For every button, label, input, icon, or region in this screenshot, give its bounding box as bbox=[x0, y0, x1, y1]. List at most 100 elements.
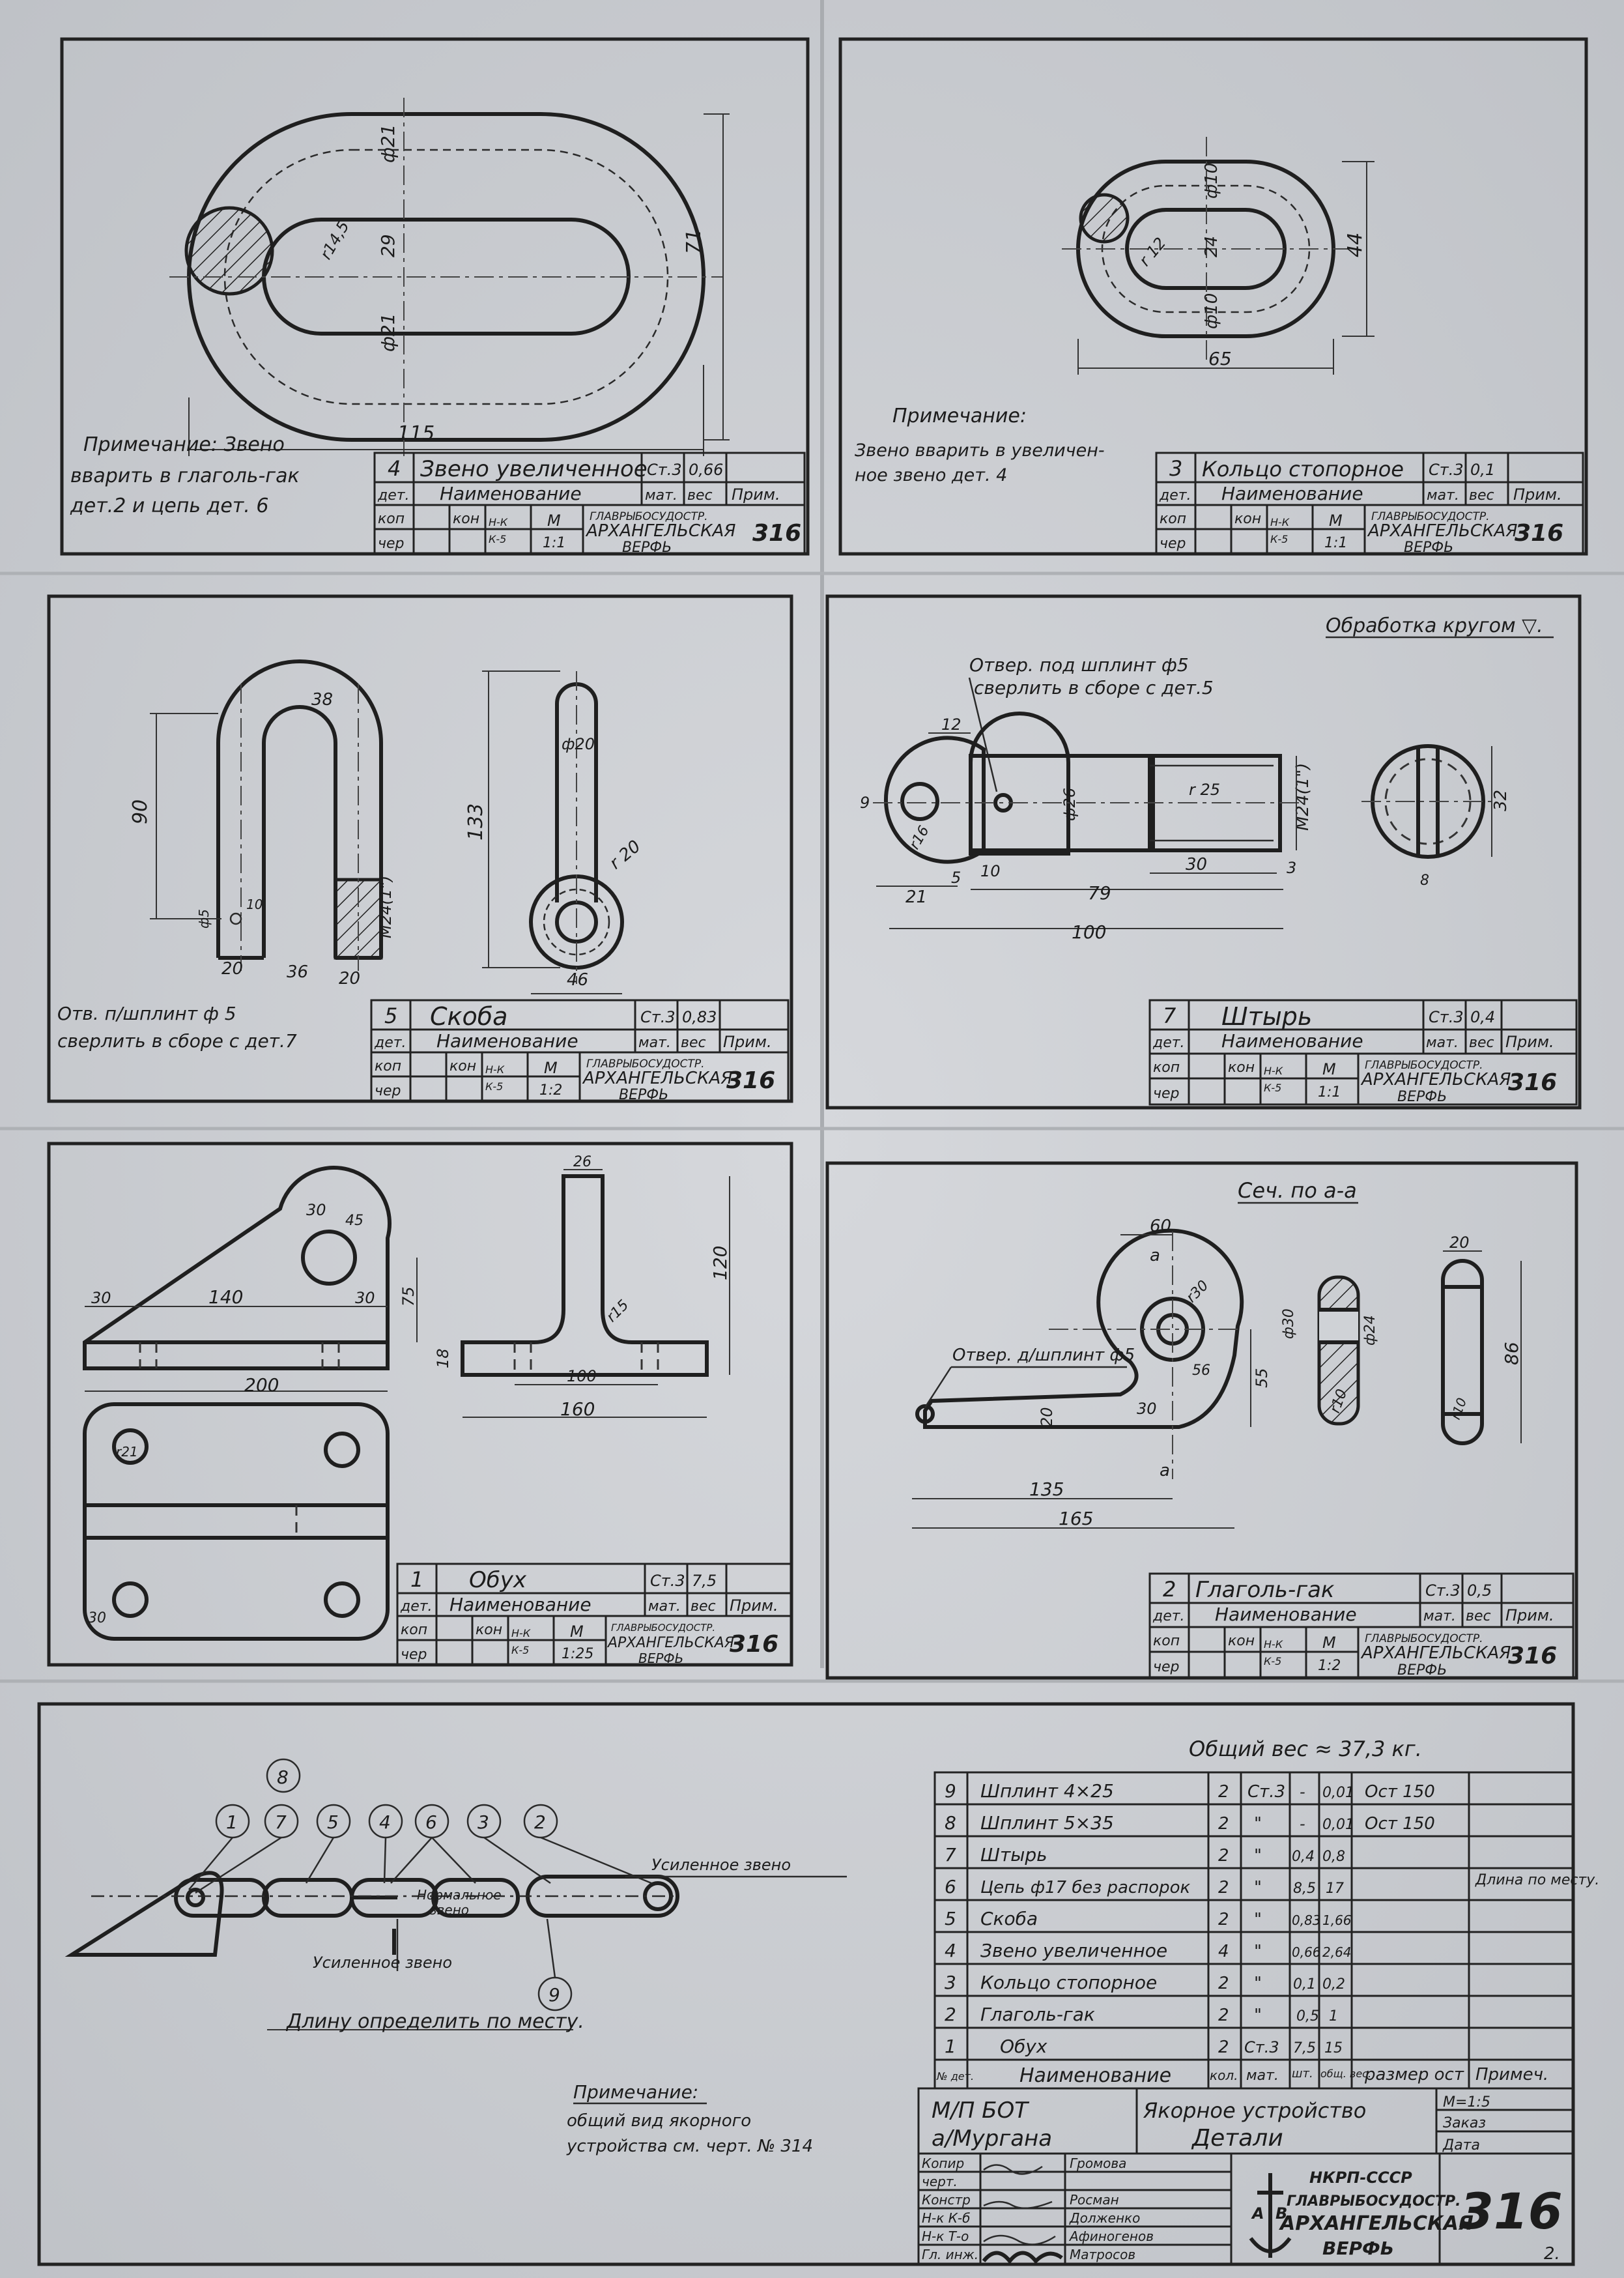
svg-text:Шплинт 5×35: Шплинт 5×35 bbox=[980, 1812, 1114, 1834]
svg-text:кон: кон bbox=[1228, 1633, 1255, 1649]
svg-text:79: 79 bbox=[1088, 882, 1111, 904]
svg-text:10: 10 bbox=[246, 897, 263, 912]
works-name: АРХАНГЕЛЬСКАЯ bbox=[585, 521, 735, 541]
svg-text:2: 2 bbox=[1218, 1846, 1229, 1866]
svg-text:мат.: мат. bbox=[1426, 1035, 1459, 1051]
svg-text:0,4: 0,4 bbox=[1470, 1008, 1495, 1026]
svg-text:1:1: 1:1 bbox=[1318, 1084, 1341, 1101]
svg-text:8: 8 bbox=[1420, 872, 1429, 889]
svg-text:7,5: 7,5 bbox=[692, 1572, 717, 1590]
svg-text:7: 7 bbox=[945, 1844, 956, 1866]
bottom-sheet: 8 1 7 5 4 6 3 2 9 bbox=[37, 1702, 1599, 2266]
drawing-number: 316 bbox=[752, 520, 801, 547]
eyeplate-plan-view bbox=[83, 1402, 390, 1641]
svg-text:Констр: Констр bbox=[922, 2192, 971, 2208]
svg-text:АРХАНГЕЛЬСКАЯ: АРХАНГЕЛЬСКАЯ bbox=[582, 1069, 732, 1088]
svg-text:1: 1 bbox=[1329, 2008, 1338, 2025]
svg-text:0,83: 0,83 bbox=[682, 1008, 717, 1026]
svg-text:5: 5 bbox=[951, 869, 961, 887]
svg-text:86: 86 bbox=[1501, 1342, 1522, 1365]
detail-number: 5 bbox=[384, 1003, 397, 1028]
svg-text:К-5: К-5 bbox=[1264, 1655, 1281, 1667]
svg-text:Примечание:: Примечание: bbox=[573, 2081, 698, 2103]
title-block: 1 Обух Ст.3 7,5 дет. Наименование мат. в… bbox=[396, 1563, 793, 1666]
svg-text:Н-К: Н-К bbox=[1270, 516, 1290, 528]
svg-text:0,66: 0,66 bbox=[1292, 1944, 1321, 1960]
svg-text:Копир: Копир bbox=[922, 2155, 964, 2171]
assembly-eyeplate bbox=[64, 1871, 224, 1957]
link-section-hatch bbox=[184, 206, 274, 296]
svg-text:Длина по месту.: Длина по месту. bbox=[1475, 1872, 1599, 1888]
assembly-shackle bbox=[174, 1878, 269, 1918]
svg-text:Ост 150: Ост 150 bbox=[1365, 1814, 1435, 1834]
svg-text:Отвер. под шплинт ф5: Отвер. под шплинт ф5 bbox=[969, 654, 1189, 676]
section-label: Сеч. по а-а bbox=[1238, 1178, 1357, 1203]
svg-text:-: - bbox=[1300, 1815, 1305, 1833]
svg-text:ВЕРФЬ: ВЕРФЬ bbox=[622, 540, 672, 556]
detail-number: 7 bbox=[1163, 1003, 1176, 1028]
svg-text:Прим.: Прим. bbox=[1505, 1033, 1554, 1051]
svg-text:r21: r21 bbox=[116, 1444, 138, 1460]
svg-text:АРХАНГЕЛЬСКАЯ: АРХАНГЕЛЬСКАЯ bbox=[1360, 1070, 1511, 1089]
svg-text:M24(1"): M24(1") bbox=[377, 876, 395, 938]
bom-row: 2 Глаголь-гак 2 " 0,5 1 bbox=[945, 2004, 1338, 2025]
svg-text:размер ост: размер ост bbox=[1364, 2065, 1464, 2084]
svg-text:кон: кон bbox=[449, 1058, 476, 1074]
detail-weight: 0,66 bbox=[689, 461, 723, 479]
svg-text:Н-к К-б: Н-к К-б bbox=[922, 2210, 970, 2226]
eyeplate-hole bbox=[301, 1230, 357, 1286]
svg-text:дет.: дет. bbox=[400, 1598, 433, 1615]
eyeplate-front-view bbox=[461, 1174, 709, 1377]
svg-text:АРХАНГЕЛЬСКАЯ: АРХАНГЕЛЬСКАЯ bbox=[1367, 521, 1517, 541]
svg-text:звено: звено bbox=[430, 1902, 469, 1918]
drawing-number: 316 bbox=[1515, 520, 1563, 547]
dim-29: 29 bbox=[377, 234, 399, 257]
svg-text:15: 15 bbox=[1324, 2040, 1343, 2056]
svg-text:черт.: черт. bbox=[922, 2174, 958, 2189]
bom-row: 4 Звено увеличенное 4 " 0,66 2,64 bbox=[945, 1940, 1352, 1961]
svg-text:Усиленное звено: Усиленное звено bbox=[313, 1954, 452, 1972]
svg-text:дет.: дет. bbox=[377, 487, 410, 504]
svg-text:вес: вес bbox=[1469, 1035, 1494, 1051]
svg-text:0,8: 0,8 bbox=[1322, 1849, 1345, 1865]
drawing-number: 316 bbox=[1508, 1069, 1557, 1096]
panel-1-link: ф21 29 ф21 r14,5 115 71 Примечание: Звен… bbox=[60, 37, 810, 556]
svg-text:кон: кон bbox=[453, 511, 479, 527]
svg-text:ф10: ф10 bbox=[1202, 163, 1221, 199]
svg-text:": " bbox=[1254, 2006, 1262, 2025]
svg-text:0,5: 0,5 bbox=[1467, 1581, 1492, 1600]
main-scale: М=1:5 bbox=[1443, 2094, 1490, 2111]
svg-text:Примеч.: Примеч. bbox=[1475, 2065, 1548, 2084]
svg-text:2: 2 bbox=[1218, 1974, 1229, 1993]
svg-text:Нормальное: Нормальное bbox=[417, 1887, 502, 1903]
svg-text:коп: коп bbox=[378, 511, 405, 527]
svg-text:133: 133 bbox=[464, 803, 487, 841]
svg-text:1:1: 1:1 bbox=[1324, 535, 1347, 551]
svg-text:Н-К: Н-К bbox=[1264, 1065, 1283, 1077]
balloon: 5 bbox=[327, 1811, 339, 1833]
detail-number: 1 bbox=[410, 1567, 423, 1592]
dim-71: 71 bbox=[683, 229, 705, 254]
detail-name: Кольцо стопорное bbox=[1202, 457, 1404, 482]
svg-text:коп: коп bbox=[375, 1058, 401, 1074]
svg-text:мат.: мат. bbox=[648, 1598, 681, 1615]
svg-text:M: M bbox=[1329, 512, 1343, 530]
svg-text:ВЕРФЬ: ВЕРФЬ bbox=[1404, 540, 1453, 556]
drawing-number: 316 bbox=[730, 1631, 778, 1658]
bom-row: 7 Штырь 2 " 0,4 0,8 bbox=[945, 1844, 1345, 1866]
svg-text:Росман: Росман bbox=[1070, 2192, 1119, 2208]
svg-text:Ст.3: Ст.3 bbox=[1429, 461, 1464, 479]
svg-text:чер: чер bbox=[1160, 536, 1186, 552]
bill-of-materials: 9 Шплинт 4×25 2 Ст.3 - 0,01 Ост 150 8 Шп… bbox=[933, 1771, 1599, 2090]
svg-text:M: M bbox=[1322, 1060, 1336, 1078]
svg-text:100: 100 bbox=[567, 1367, 597, 1385]
detail-material: Ст.3 bbox=[647, 461, 682, 479]
svg-text:ное звено дет. 4: ное звено дет. 4 bbox=[855, 465, 1007, 485]
svg-text:ф24: ф24 bbox=[1362, 1315, 1378, 1346]
svg-text:17: 17 bbox=[1326, 1881, 1344, 1897]
svg-text:120: 120 bbox=[709, 1246, 731, 1280]
svg-text:26: 26 bbox=[573, 1154, 591, 1170]
svg-text:160: 160 bbox=[560, 1398, 595, 1420]
balloon: 4 bbox=[379, 1811, 391, 1833]
svg-text:ГЛАВРЫБОСУДОСТР.: ГЛАВРЫБОСУДОСТР. bbox=[1365, 1632, 1483, 1645]
